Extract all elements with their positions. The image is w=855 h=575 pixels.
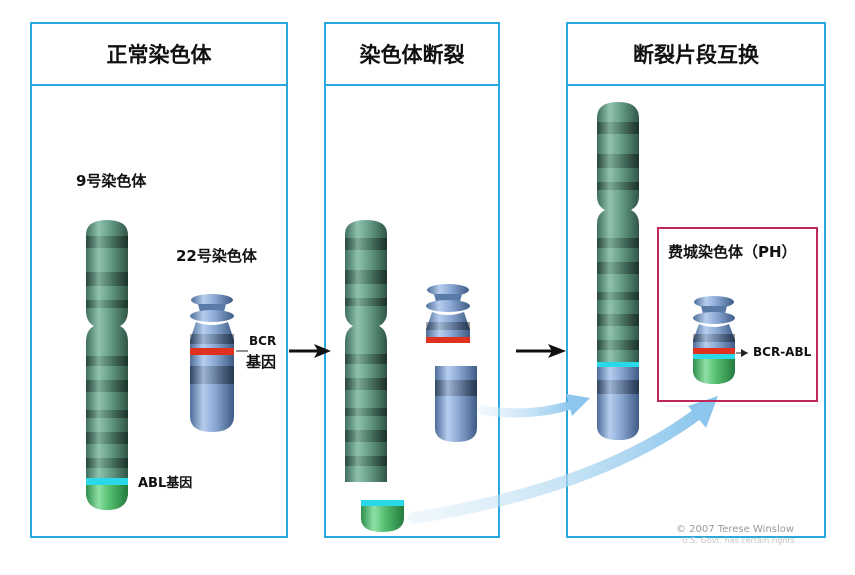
label-bcr-abl: BCR-ABL — [753, 345, 812, 359]
label-philadelphia: 费城染色体（PH） — [668, 243, 797, 261]
philadelphia-chromosome — [693, 296, 735, 384]
chromosome-9-derivative — [597, 102, 639, 440]
label-abl: ABL基因 — [138, 476, 193, 491]
arrow-right-1 — [289, 344, 331, 358]
label-bcr-line1: BCR — [249, 334, 277, 348]
chromosome-22-broken-top — [426, 284, 470, 343]
abl-band — [86, 478, 128, 485]
label-chr9: 9号染色体 — [76, 172, 147, 190]
label-chr22: 22号染色体 — [176, 247, 257, 265]
label-bcr-line2: 基因 — [246, 353, 277, 371]
bcr-abl-pointer-icon — [741, 349, 748, 357]
abl-fragment — [361, 500, 404, 532]
chromosome-22-normal — [190, 294, 234, 432]
panel-title-swap: 断裂片段互换 — [568, 24, 824, 86]
panel-title-normal: 正常染色体 — [32, 24, 286, 86]
panel-title-break: 染色体断裂 — [326, 24, 498, 86]
chromosome-9-normal — [86, 220, 128, 510]
chromosome-22-broken-bottom — [435, 366, 477, 442]
blue-arrow-upper — [477, 394, 590, 418]
bcr-band — [190, 348, 234, 355]
blue-arrow-lower — [408, 396, 718, 524]
arrow-right-2 — [516, 344, 566, 358]
ph-box — [657, 227, 818, 402]
panel-normal: 正常染色体 — [30, 22, 288, 538]
chromosome-9-broken — [345, 220, 387, 482]
credit-line: © 2007 Terese Winslow — [676, 524, 795, 535]
credit-rights: U.S. Govt. has certain rights — [682, 536, 795, 545]
